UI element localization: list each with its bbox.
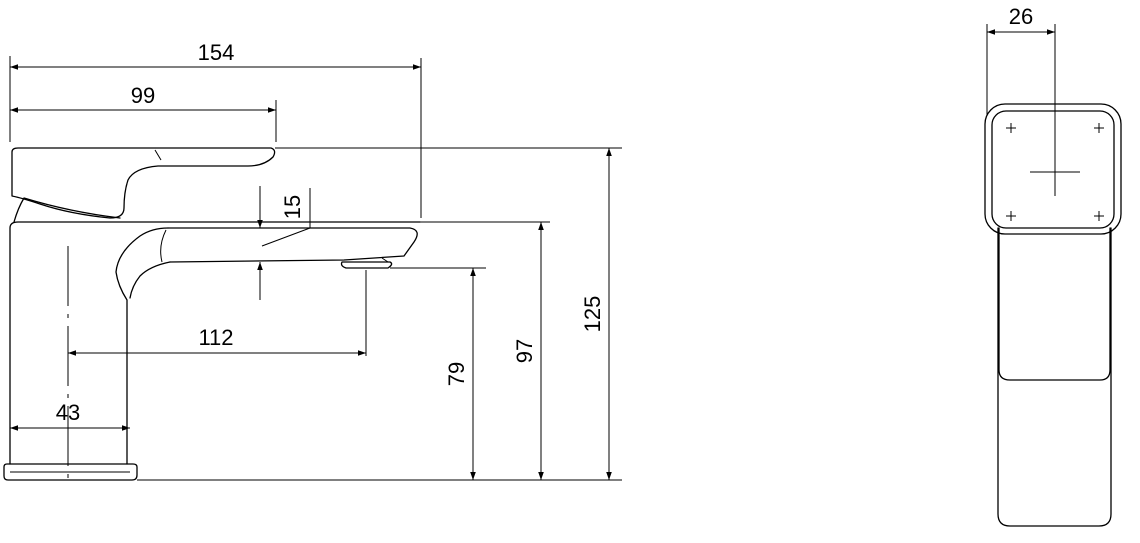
dim-label-79: 79 <box>444 362 469 386</box>
dim-label-112: 112 <box>198 325 233 350</box>
handle-plate-inner <box>991 110 1115 229</box>
lever-mark <box>154 149 162 161</box>
tap-body-back <box>115 227 169 465</box>
aerator <box>340 261 393 269</box>
corner-markers <box>1006 123 1104 221</box>
end-body-column <box>997 227 1112 527</box>
dim-label-15: 15 <box>280 195 305 219</box>
end-lever-block <box>998 227 1111 381</box>
end-elevation: 26 <box>984 4 1122 527</box>
lever-bottom-curve <box>13 197 121 223</box>
spout-wedge <box>261 188 311 247</box>
spout <box>167 227 418 263</box>
plus-icon <box>1094 123 1104 133</box>
plus-icon <box>1094 211 1104 221</box>
handle-plate-outer <box>984 103 1122 235</box>
spout-inner <box>129 261 171 299</box>
front-elevation <box>3 147 421 484</box>
dimension-lines <box>9 56 622 481</box>
dimension-labels: 154 99 15 112 43 79 97 125 <box>56 40 605 425</box>
tap-body <box>9 221 421 465</box>
plus-icon <box>1006 211 1016 221</box>
lever-handle <box>11 147 276 219</box>
dim-label-154: 154 <box>198 40 235 65</box>
spout-inner-curve <box>160 229 167 263</box>
dim-label-43: 43 <box>56 400 80 425</box>
dim-label-26: 26 <box>1009 4 1033 29</box>
base-plate <box>3 463 138 481</box>
dim-label-125: 125 <box>580 296 605 333</box>
plus-icon <box>1006 123 1016 133</box>
dim-label-99: 99 <box>131 83 155 108</box>
aerator-tick <box>381 257 389 263</box>
dim-label-97: 97 <box>512 339 537 363</box>
